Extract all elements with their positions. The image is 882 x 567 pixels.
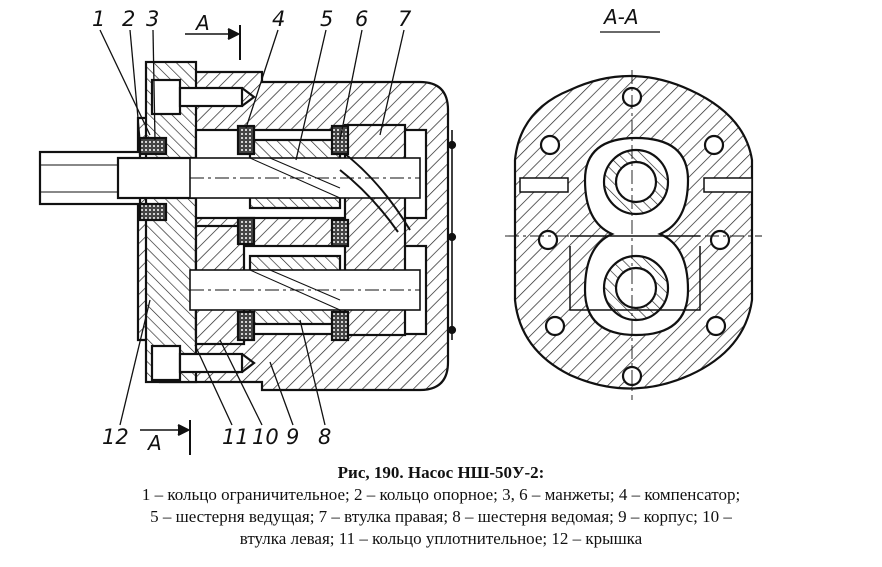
seal-cuff-3b (138, 202, 168, 222)
seal-ring-4 (236, 124, 256, 156)
caption-line-2: 5 – шестерня ведущая; 7 – втулка правая;… (150, 507, 732, 526)
callout-11: 11 (222, 425, 249, 449)
longitudinal-section (38, 25, 457, 455)
bolt-holes (537, 86, 731, 387)
callout-6: 6 (355, 7, 368, 31)
callout-5: 5 (320, 7, 333, 31)
callout-4: 4 (272, 7, 285, 31)
figure-caption: Рис, 190. Насос НШ-50У-2: 1 – кольцо огр… (0, 462, 882, 550)
callout-9: 9 (286, 425, 299, 449)
callout-labels: 1 2 3 4 5 6 7 12 11 10 9 8 A A (92, 7, 412, 455)
callout-1: 1 (92, 7, 105, 31)
caption-line-3: втулка левая; 11 – кольцо уплотнительное… (239, 529, 643, 548)
seal-ring-4b (236, 216, 256, 246)
section-marker-bottom: A (146, 431, 162, 455)
caption-title: Рис, 190. Насос НШ-50У-2: (337, 463, 545, 482)
pump-diagram: 1 2 3 4 5 6 7 12 11 10 9 8 A A (38, 5, 762, 455)
cover (144, 60, 198, 384)
seal-cuff-6b (330, 218, 350, 248)
callout-8: 8 (318, 425, 331, 449)
section-marker-top: A (194, 11, 210, 35)
leader-lines (99, 29, 405, 426)
seal-cuff-3 (138, 136, 168, 156)
callout-7: 7 (398, 7, 412, 31)
bottom-bolt (150, 344, 256, 382)
callout-3: 3 (146, 7, 159, 31)
top-bolt (150, 78, 256, 116)
callout-12: 12 (102, 425, 129, 449)
callout-10: 10 (252, 425, 279, 449)
caption-line-1: 1 – кольцо ограничительное; 2 – кольцо о… (141, 485, 741, 504)
section-view-title: A-A (602, 5, 639, 29)
cross-section-aa (505, 70, 762, 400)
callout-2: 2 (122, 7, 135, 31)
